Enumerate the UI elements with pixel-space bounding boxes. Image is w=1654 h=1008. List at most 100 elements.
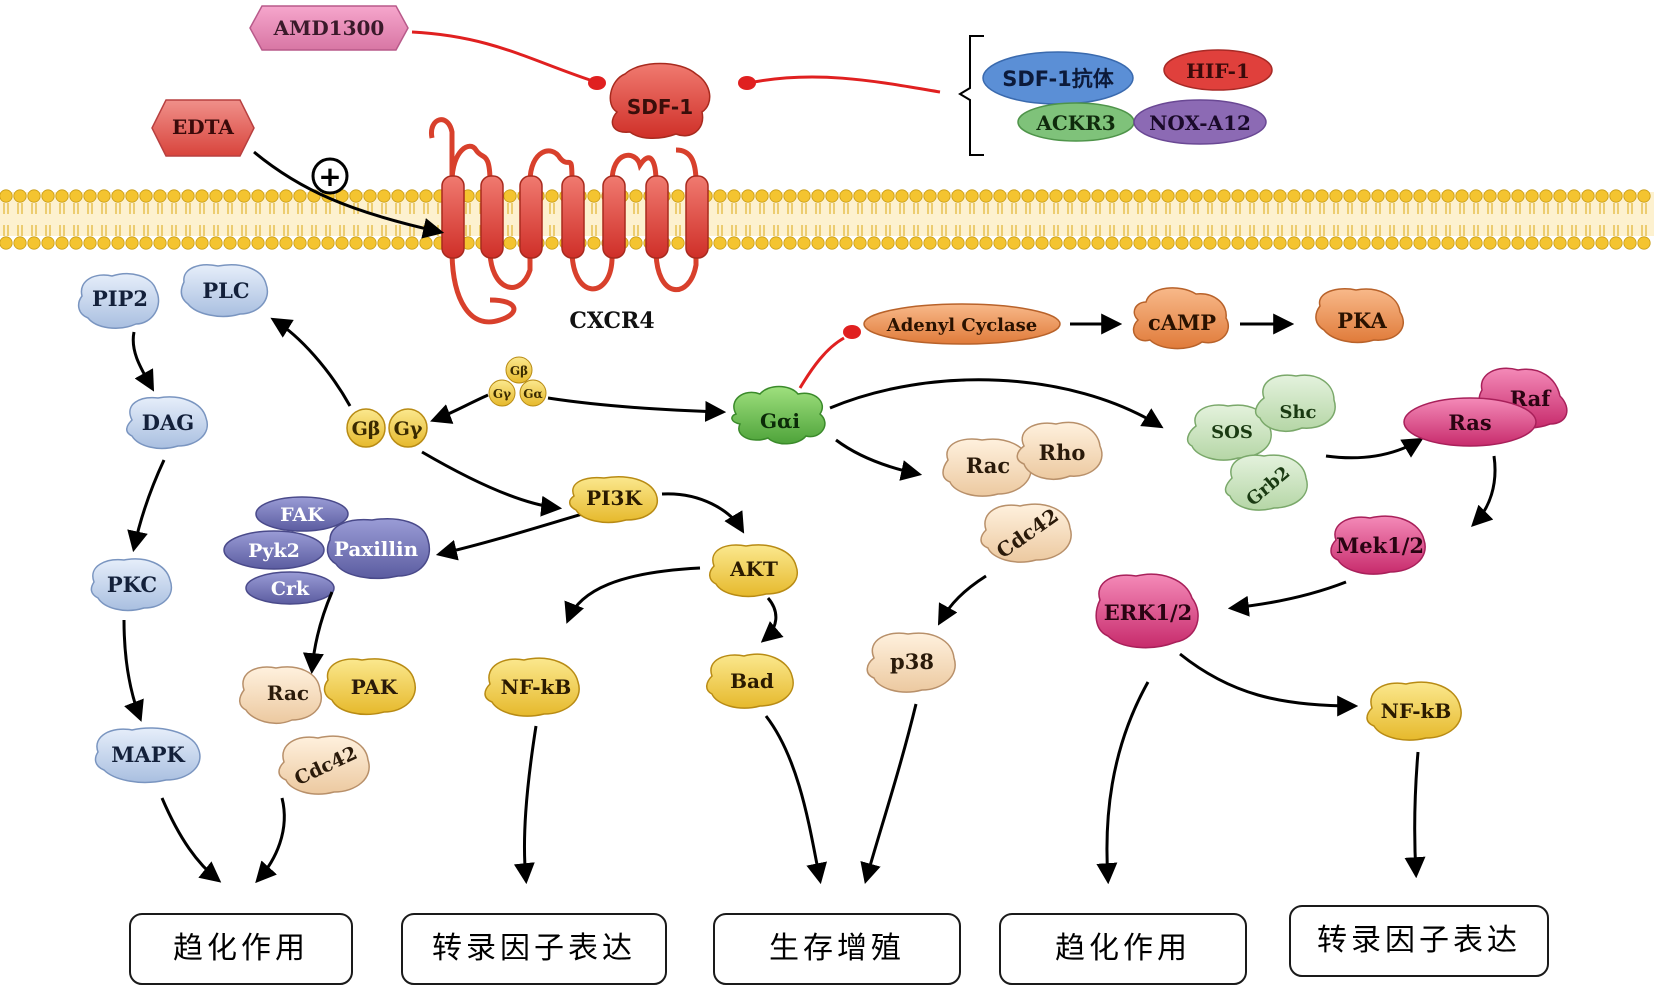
ackr3-label: ACKR3 [1035,111,1115,135]
outcome-survival: 生存增殖 [713,913,961,985]
trimer-to-gbg-arrow [430,393,489,424]
ras-protein: Ras [1403,397,1537,447]
ggamma-subunit: Gγ [388,408,428,448]
pkc-label: PKC [107,572,157,597]
amd1300-inhibitor: AMD1300 [249,5,409,51]
pip2-protein: PIP2 [77,272,160,330]
plus-icon: + [311,157,349,195]
antagonist-inhibition-line [753,75,941,94]
pyk2-label: Pyk2 [248,540,300,562]
cdc42-to-p38-arrow [937,574,987,626]
outcome-survival-label: 生存增殖 [769,931,905,966]
noxa12-label: NOX-A12 [1149,111,1251,135]
dag-protein: DAG [126,396,209,450]
gbeta-label: Gβ [352,418,381,440]
shc-label: Shc [1279,402,1316,423]
pka-protein: PKA [1315,288,1404,344]
gai-inhibition-cap [843,325,861,339]
outcome-transcription-right: 转录因子表达 [1289,905,1549,977]
edta-label: EDTA [172,115,234,139]
fak-protein: FAK [255,496,349,532]
outcome-chemotaxis-left: 趋化作用 [129,913,353,985]
mapk-label: MAPK [111,742,185,767]
adenyl-cyclase: Adenyl Cyclase [863,303,1061,345]
gai-inhibition-line [798,336,845,389]
gai-to-sos-arrow [829,378,1164,429]
sos-protein: SOS [1186,404,1272,461]
ras-label: Ras [1448,410,1491,435]
gai-to-rac-arrow [835,438,923,481]
akt-label: AKT [729,557,778,581]
p38-to-survival-arrow [860,703,918,885]
pak-protein: PAK [323,658,417,716]
mek-protein: Mek1/2 [1330,515,1426,575]
gb-small-label: Gβ [510,364,528,378]
mek-to-erk-arrow [1227,580,1347,617]
hif1-inhibitor: HIF-1 [1163,49,1273,91]
mapk-to-chemotaxis-arrow [160,797,222,883]
outcome-transcription-right-label: 转录因子表达 [1317,923,1521,958]
cxcr4-label: CXCR4 [569,308,654,334]
outcome-transcription-left: 转录因子表达 [401,913,667,985]
pkc-protein: PKC [90,558,173,612]
sdf1-antibody: SDF-1抗体 [982,51,1134,105]
cdc42-protein-left: Cdc42 [278,735,370,795]
nfkb-protein-right: NF-kB [1366,681,1462,741]
adenyl-cyclase-label: Adenyl Cyclase [886,315,1038,336]
p38-protein: p38 [866,632,956,693]
noxa12-inhibitor: NOX-A12 [1133,99,1267,145]
nfkb-protein-mid: NF-kB [484,657,580,717]
ras-to-mek-arrow [1471,455,1497,527]
pi3k-label: PI3K [586,486,642,510]
pak-label: PAK [351,675,398,699]
akt-to-bad-arrow [760,597,784,643]
sos-label: SOS [1211,422,1253,443]
rho-protein: Rho [1016,421,1103,480]
rac-left-label: Rac [267,681,309,705]
ga-small-label: Gα [523,387,542,401]
nfkb-to-transcription-arrow [513,725,538,885]
gbg-to-plc-arrow [270,317,352,407]
svg-text:+: + [318,160,341,193]
sdf1-label: SDF-1 [627,95,693,119]
cdc42-to-chemotaxis-arrow [255,797,286,884]
pi3k-to-akt-arrow [661,492,745,534]
plc-label: PLC [202,278,249,303]
rac-mid-label: Rac [966,453,1010,478]
edta-agent: EDTA [151,99,255,157]
paxillin-to-rac-arrow [302,591,334,675]
shc-protein: Shc [1254,374,1336,432]
mek-label: Mek1/2 [1336,533,1424,558]
akt-to-nfkb-arrow [564,566,701,624]
p38-label: p38 [890,649,934,674]
paxillin-label: Paxillin [334,537,419,561]
bad-protein: Bad [706,653,794,709]
nfkb-to-transcription-arrow-right [1404,751,1426,879]
camp-label: cAMP [1148,310,1216,335]
dag-to-pkc-arrow [127,459,166,553]
dag-label: DAG [142,410,194,435]
antagonist-inhibition-cap [738,76,756,90]
ackr3-receptor: ACKR3 [1017,102,1135,142]
camp-molecule: cAMP [1132,287,1229,350]
fak-label: FAK [280,504,325,526]
gbeta-subunit: Gβ [346,408,386,448]
cxcr4-receptor: CXCR4 [429,117,709,334]
g-protein-trimer: Gβ Gγ Gα [488,356,547,407]
sdf1-ligand: SDF-1 [609,62,711,139]
outcome-chemotaxis-right-label: 趋化作用 [1055,931,1191,966]
gai-protein: Gαi [731,385,826,445]
erk-to-chemotaxis-arrow [1096,681,1150,885]
gai-label: Gαi [760,409,800,433]
sdf1-antibody-label: SDF-1抗体 [1002,67,1115,91]
amd-inhibition-line [411,30,591,82]
pka-label: PKA [1337,308,1387,333]
pip2-label: PIP2 [92,286,148,311]
akt-protein: AKT [709,544,798,598]
erk-to-nfkb-arrow [1179,652,1359,717]
amd-inhibition-cap [588,76,606,90]
crk-label: Crk [271,578,310,600]
edta-activation-arrow [253,150,445,239]
